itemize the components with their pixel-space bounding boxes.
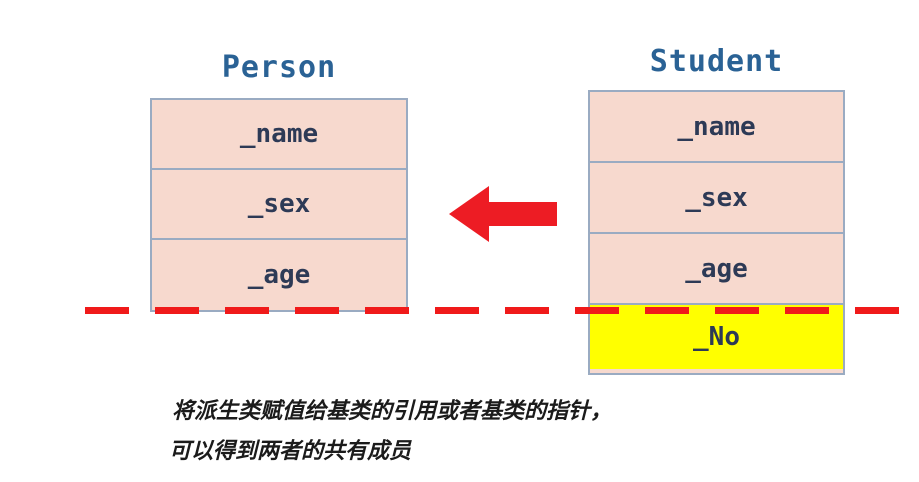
field-row: _sex <box>152 169 406 240</box>
field-label-age: _age <box>685 253 748 284</box>
caption-line-2: 可以得到两者的共有成员 <box>169 439 412 464</box>
caption-line-1: 将派生类赋值给基类的引用或者基类的指针， <box>172 399 613 424</box>
class-box-person: _name _sex _age <box>150 98 408 312</box>
class-box-student: _name _sex _age _No <box>588 90 845 375</box>
field-row-highlighted: _No <box>590 305 843 369</box>
field-label-sex: _sex <box>685 182 748 213</box>
field-row: _name <box>152 100 406 170</box>
left-arrow-icon <box>449 186 557 242</box>
field-label-sex: _sex <box>247 188 311 219</box>
field-label-no: _No <box>693 322 740 352</box>
field-row: _age <box>590 234 843 305</box>
class-title-student: Student <box>649 44 784 79</box>
field-label-age: _age <box>247 259 311 290</box>
field-label-name: _name <box>239 118 319 149</box>
dashed-line-icon <box>85 307 919 314</box>
class-title-person: Person <box>221 50 337 85</box>
field-row: _age <box>152 239 406 310</box>
field-row: _sex <box>590 163 843 234</box>
caption: 将派生类赋值给基类的引用或者基类的指针， 可以得到两者的共有成员 <box>169 392 792 472</box>
field-label-name: _name <box>677 111 756 142</box>
field-row: _name <box>590 92 843 163</box>
